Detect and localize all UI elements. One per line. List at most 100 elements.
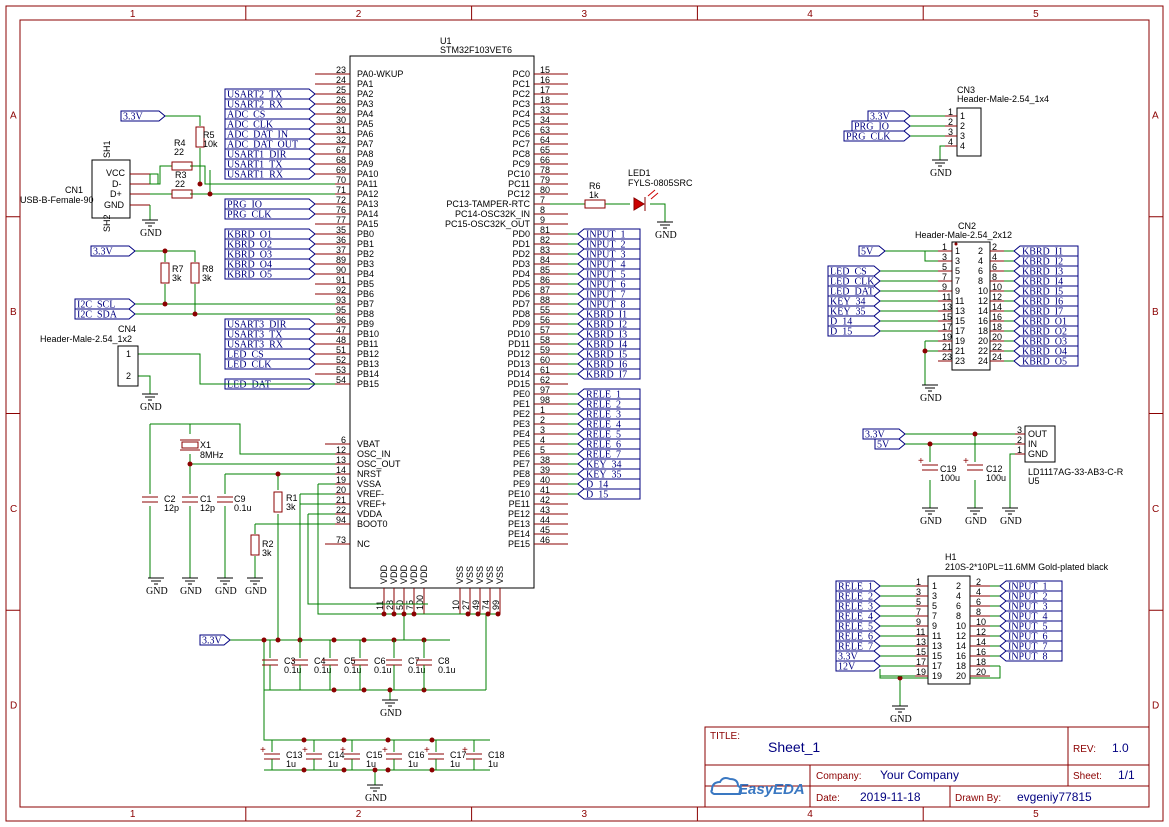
u1-pin-name: PD14 xyxy=(507,369,530,379)
row-mark-right: B xyxy=(1152,307,1159,318)
net-label: PRG_CLK xyxy=(846,132,891,143)
net-flag xyxy=(835,650,881,662)
net-label: PRG_CLK xyxy=(227,210,272,221)
resistor-value: 10k xyxy=(203,139,218,149)
net-flag xyxy=(1013,255,1079,267)
u1-pin-name: PD13 xyxy=(507,359,530,369)
h1-pin-num: 15 xyxy=(916,647,926,657)
row-mark-right: C xyxy=(1152,504,1159,515)
u1-pin-num: 5 xyxy=(540,445,545,455)
resistor-body xyxy=(171,161,193,171)
x1-ref: X1 xyxy=(200,440,211,450)
cap-ref: C6 xyxy=(374,656,386,666)
u1-pin-num: 47 xyxy=(336,325,346,335)
passive-components: R13kR23kR322R422R510kR73kR83kC212pC112pC… xyxy=(142,126,1006,770)
net-flag xyxy=(577,458,641,470)
u1-pin-name: PB8 xyxy=(357,309,374,319)
u1-pin-num: 22 xyxy=(336,505,346,515)
net-label: KBRD_O2 xyxy=(227,240,272,251)
x1-crystal[interactable]: X1 8MHz xyxy=(180,439,224,460)
gnd-label: GND xyxy=(146,586,168,597)
net-flag xyxy=(835,640,881,652)
col-mark-top: 2 xyxy=(356,9,362,20)
net-flag xyxy=(224,238,316,250)
net-flag xyxy=(120,110,166,122)
h1-pin-num: 14 xyxy=(956,641,966,651)
net-flag xyxy=(577,348,641,360)
cn1-usb-connector[interactable]: CN1 USB-B-Female-90 SH1 SH2 VCC D- D+ GN… xyxy=(20,140,150,232)
net-label: INPUT_7 xyxy=(1008,642,1047,653)
net-label: INPUT_2 xyxy=(586,240,625,251)
net-flag xyxy=(577,298,641,310)
u1-pin-num: 89 xyxy=(336,255,346,265)
net-flag xyxy=(1013,315,1079,327)
net-flag xyxy=(1013,305,1079,317)
u1-pin-num: 100 xyxy=(415,595,425,610)
row-mark-left: D xyxy=(10,701,17,712)
cn2-pin-num: 1 xyxy=(942,242,947,252)
net-flag xyxy=(577,308,641,320)
cn3-pin-num: 1 xyxy=(960,111,965,121)
u1-pin-name: PA12 xyxy=(357,189,378,199)
u1-pin-num: 43 xyxy=(540,505,550,515)
net-flag xyxy=(90,245,136,257)
cn1-shield1: SH1 xyxy=(102,140,112,158)
net-label: KBRD_I7 xyxy=(586,370,627,381)
net-flag xyxy=(224,148,316,160)
net-flag xyxy=(874,438,906,450)
u1-pin-num: 54 xyxy=(336,375,346,385)
cn2-value: Header-Male-2.54_2x12 xyxy=(915,230,1012,240)
net-label: KBRD_O4 xyxy=(1022,347,1067,358)
u1-pin-name: PD8 xyxy=(512,309,530,319)
u1-pin-num: 91 xyxy=(336,275,346,285)
net-label: USART3_DIR xyxy=(227,320,287,331)
u1-pin-name: VDD xyxy=(389,564,399,584)
net-flag xyxy=(224,328,316,340)
u1-pin-num: 10 xyxy=(451,600,461,610)
u1-pin-name: PA10 xyxy=(357,169,378,179)
cn2-pin-num: 21 xyxy=(955,346,965,356)
net-label: INPUT_3 xyxy=(586,250,625,261)
net-label: LED_CLK xyxy=(227,360,272,371)
net-flag xyxy=(1013,355,1079,367)
cap-polarity: + xyxy=(918,456,924,467)
r6-resistor[interactable]: R6 1k xyxy=(584,181,606,209)
u1-body[interactable] xyxy=(349,55,535,589)
cn2-ref: CN2 xyxy=(958,221,976,231)
net-flag xyxy=(835,590,881,602)
led1[interactable]: LED1 FYLS-0805SRC xyxy=(628,168,693,211)
net-label: LED_DAT xyxy=(227,380,271,391)
net-label: I2C_SCL xyxy=(77,300,115,311)
resistor-body xyxy=(195,126,205,148)
u1-pin-name: VDD xyxy=(419,564,429,584)
cn2-pin-num: 10 xyxy=(992,282,1002,292)
row-mark-left: B xyxy=(10,307,17,318)
gnd-label: GND xyxy=(920,393,942,404)
net-label: 12V xyxy=(838,662,856,673)
h1-pin-num: 11 xyxy=(916,627,925,637)
cn1-ref: CN1 xyxy=(65,185,83,195)
u1-pin-name: PC5 xyxy=(512,119,530,129)
drawn-value: evgeniy77815 xyxy=(1017,790,1092,804)
cn2-pin-num: 8 xyxy=(992,272,997,282)
cn2-pin-num: 19 xyxy=(942,332,952,342)
row-mark-right: D xyxy=(1152,701,1159,712)
cap-ref: C8 xyxy=(438,656,450,666)
net-label: USART3_TX xyxy=(227,330,283,341)
u1-pin-name: PD3 xyxy=(512,259,530,269)
led1-ref: LED1 xyxy=(628,168,651,178)
cn2-pin-num: 16 xyxy=(992,312,1002,322)
cn2-pin-num: 5 xyxy=(942,262,947,272)
resistor-value: 3k xyxy=(202,273,212,283)
u1-pin-num: 45 xyxy=(540,525,550,535)
net-label: INPUT_8 xyxy=(586,300,625,311)
u5-pin-num: 3 xyxy=(1017,425,1022,435)
cn2-pin-num: 5 xyxy=(955,266,960,276)
u1-pin-num: 17 xyxy=(540,85,550,95)
